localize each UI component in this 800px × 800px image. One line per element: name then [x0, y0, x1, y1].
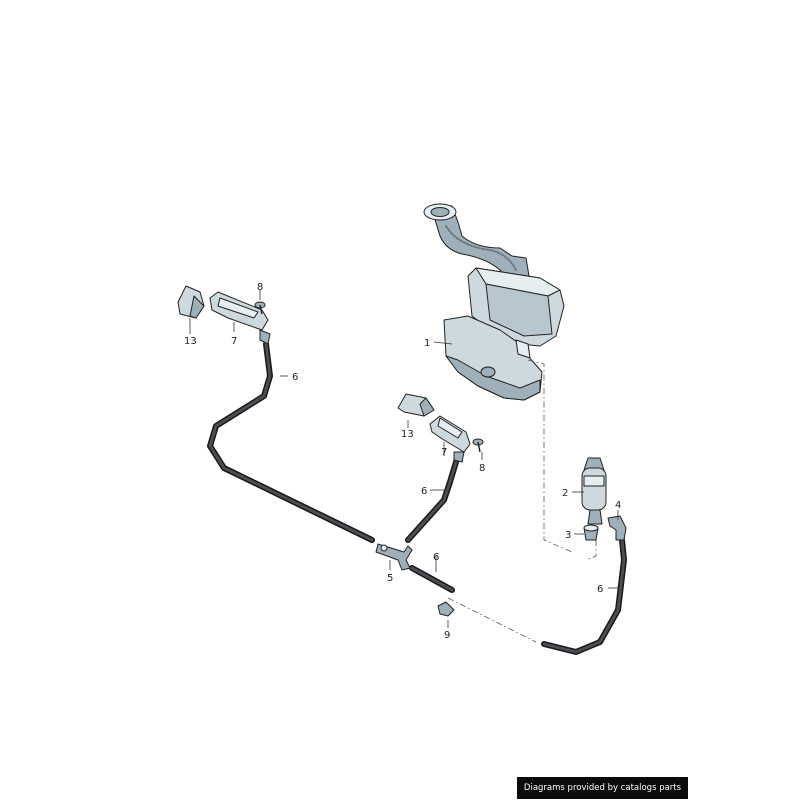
hose-left-long: [207, 341, 375, 543]
callout-5: 5: [387, 573, 393, 584]
callout-1: 1: [424, 338, 430, 349]
callout-labels: 1 2 3 4 5 6 6 6 6 7 7 8 8 9 13 13: [184, 282, 621, 641]
washer-nozzle-center: [429, 415, 471, 463]
hose-center-short: [405, 459, 459, 543]
credit-badge: Diagrams provided by catalogs parts: [517, 777, 688, 799]
hose-right-long: [541, 537, 627, 655]
hose-center-straight: [409, 565, 455, 593]
reference-line-clip: [447, 597, 537, 643]
callout-13-center: 13: [401, 429, 414, 440]
hose-clip: [437, 601, 455, 617]
angle-connector: [607, 515, 627, 541]
washer-nozzle-left: [209, 291, 271, 345]
callout-8-left: 8: [257, 282, 263, 293]
callout-9: 9: [444, 630, 450, 641]
callout-6-center: 6: [421, 486, 427, 497]
washer-fluid-reservoir: [423, 203, 565, 401]
bolt-left: [254, 301, 266, 315]
callout-8-center: 8: [479, 463, 485, 474]
reference-line-reservoir-to-pump: [527, 359, 573, 553]
reference-line-pump-to-hose: [585, 540, 597, 561]
callout-13-left: 13: [184, 336, 197, 347]
callout-7-center: 7: [441, 447, 447, 458]
bolt-center: [472, 438, 484, 453]
callout-7-left: 7: [231, 336, 237, 347]
callout-3: 3: [565, 530, 571, 541]
cover-cap-center: [397, 393, 435, 417]
leader-lines: [189, 290, 619, 628]
y-connector: [375, 543, 413, 571]
washer-pump: [581, 457, 607, 525]
cover-cap-left: [177, 285, 205, 319]
grommet: [583, 524, 599, 541]
callout-6-left: 6: [292, 372, 298, 383]
callout-6-straight: 6: [433, 552, 439, 563]
callout-2: 2: [562, 488, 568, 499]
callout-6-right: 6: [597, 584, 603, 595]
callout-4: 4: [615, 500, 621, 511]
